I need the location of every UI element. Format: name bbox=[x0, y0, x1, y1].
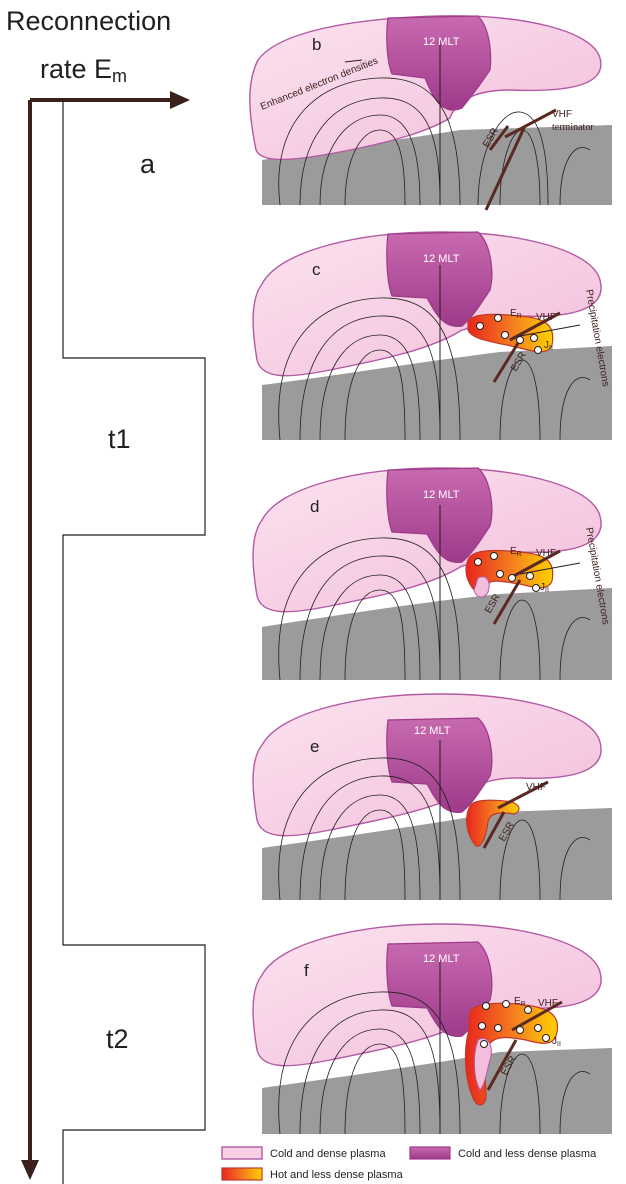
legend-swatch-cold-dense bbox=[222, 1147, 262, 1159]
title-line1: Reconnection bbox=[6, 6, 171, 36]
title-line2-main: rate E bbox=[40, 54, 112, 84]
title-line2-sub: m bbox=[112, 66, 127, 86]
annotation-vhf: VHF bbox=[526, 782, 546, 793]
legend-swatch-cold-less-dense bbox=[410, 1147, 450, 1159]
annotation-j: JII bbox=[552, 1036, 561, 1048]
time-label-t1: t1 bbox=[108, 424, 131, 454]
panel-label: d bbox=[310, 497, 319, 516]
mlt-label: 12 MLT bbox=[423, 36, 460, 48]
annotation-terminator: terminator bbox=[552, 122, 594, 133]
panel-c: c 12 MLT ER VHF ESR JII Precipitation el… bbox=[253, 232, 612, 440]
time-label-t2: t2 bbox=[106, 1024, 129, 1054]
annotation-vhf: VHF bbox=[536, 548, 556, 559]
legend-label-cold-dense: Cold and dense plasma bbox=[270, 1148, 386, 1160]
panel-f: f 12 MLT ER VHF ESR JII bbox=[253, 924, 612, 1134]
annotation-vhf: VHF bbox=[538, 998, 558, 1009]
title-line2: rate Em bbox=[40, 54, 127, 86]
mlt-label: 12 MLT bbox=[423, 253, 460, 265]
reconnection-rate-step-curve bbox=[63, 100, 205, 1184]
mlt-label: 12 MLT bbox=[423, 489, 460, 501]
panel-e: e 12 MLT VHF ESR bbox=[253, 694, 612, 900]
legend-swatch-hot-less-dense bbox=[222, 1168, 262, 1180]
legend: Cold and dense plasma Cold and less dens… bbox=[222, 1147, 597, 1181]
annotation-vhf: VHF bbox=[552, 109, 572, 120]
panel-label: e bbox=[310, 737, 319, 756]
panel-b: b 12 MLT Enhanced electron densities VHF… bbox=[250, 16, 612, 210]
time-label-a: a bbox=[140, 149, 156, 179]
panel-label: b bbox=[312, 35, 321, 54]
mlt-label: 12 MLT bbox=[414, 725, 451, 737]
panel-label: c bbox=[312, 260, 321, 279]
mlt-label: 12 MLT bbox=[423, 953, 460, 965]
legend-label-hot-less-dense: Hot and less dense plasma bbox=[270, 1169, 404, 1181]
panel-d: d 12 MLT ER VHF ESR JII Precipitation el… bbox=[253, 468, 612, 680]
rate-axis-arrowhead bbox=[170, 91, 190, 109]
time-axis-arrowhead bbox=[21, 1160, 39, 1180]
panel-label: f bbox=[304, 961, 309, 980]
annotation-vhf: VHF bbox=[536, 312, 556, 323]
legend-label-cold-less-dense: Cold and less dense plasma bbox=[458, 1148, 597, 1160]
